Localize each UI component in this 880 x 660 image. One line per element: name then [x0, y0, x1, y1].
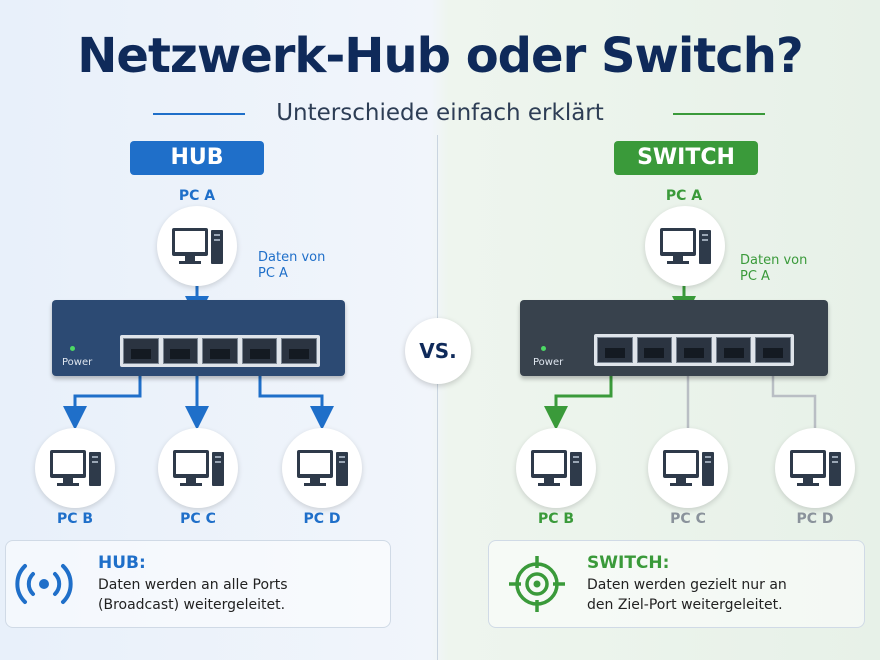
switch-pc-a [645, 206, 725, 286]
computer-icon [663, 450, 714, 486]
page-subtitle: Unterschiede einfach erklärt [276, 100, 604, 126]
switch-port-3 [676, 337, 712, 363]
switch-badge: SWITCH [614, 141, 758, 175]
subtitle-rule-right [673, 113, 765, 115]
switch-power-label: Power [533, 357, 564, 368]
computer-icon [790, 450, 841, 486]
switch-pc-c-label: PC C [670, 511, 706, 527]
switch-pc-d-label: PC D [796, 511, 834, 527]
hub-badge: HUB [130, 141, 264, 175]
computer-icon [172, 228, 223, 264]
hub-port-3 [202, 338, 238, 364]
switch-pc-b-label: PC B [537, 511, 575, 527]
hub-line-d [258, 372, 334, 430]
switch-pc-b [516, 428, 596, 508]
switch-device: Power [520, 300, 828, 376]
switch-port-4 [715, 337, 752, 363]
hub-port-2 [162, 338, 199, 364]
hub-port-strip [120, 335, 320, 367]
hub-pc-b [35, 428, 115, 508]
hub-info-title: HUB: [98, 553, 146, 573]
broadcast-icon [15, 564, 73, 604]
switch-pc-a-label: PC A [665, 188, 703, 204]
computer-icon [297, 450, 348, 486]
page-title: Netzwerk-Hub oder Switch? [77, 28, 804, 84]
hub-pc-d-label: PC D [303, 511, 341, 527]
hub-pc-c-label: PC C [180, 511, 216, 527]
hub-info-box: HUB: Daten werden an alle Ports (Broadca… [5, 540, 391, 628]
subtitle-rule-left [153, 113, 245, 115]
hub-pc-d [282, 428, 362, 508]
switch-line-b [544, 362, 613, 430]
hub-device: Power [52, 300, 345, 376]
switch-port-2 [636, 337, 673, 363]
computer-icon [531, 450, 582, 486]
target-icon [509, 556, 565, 612]
hub-pc-a-label: PC A [178, 188, 216, 204]
switch-port-1 [597, 337, 633, 363]
hub-port-4 [241, 338, 278, 364]
divider [437, 135, 438, 660]
switch-pc-c [648, 428, 728, 508]
switch-info-text: Daten werden gezielt nur an den Ziel-Por… [587, 577, 787, 613]
vs-badge: VS. [405, 318, 471, 384]
computer-icon [50, 450, 101, 486]
hub-port-5 [281, 338, 317, 364]
hub-pc-a [157, 206, 237, 286]
switch-port-strip [594, 334, 794, 366]
switch-info-title: SWITCH: [587, 553, 670, 573]
switch-data-label: Daten von PC A [740, 253, 808, 284]
switch-power-led [541, 346, 546, 351]
switch-port-5 [755, 337, 791, 363]
computer-icon [660, 228, 711, 264]
hub-pc-c [158, 428, 238, 508]
hub-info-text: Daten werden an alle Ports (Broadcast) w… [98, 577, 288, 613]
computer-icon [173, 450, 224, 486]
hub-power-led [70, 346, 75, 351]
hub-pc-b-label: PC B [56, 511, 94, 527]
switch-pc-d [775, 428, 855, 508]
hub-line-b [63, 372, 142, 430]
switch-line-d [771, 372, 817, 428]
hub-data-label: Daten von PC A [258, 250, 326, 281]
hub-power-label: Power [62, 357, 93, 368]
hub-port-1 [123, 338, 159, 364]
switch-info-box: SWITCH: Daten werden gezielt nur an den … [488, 540, 865, 628]
